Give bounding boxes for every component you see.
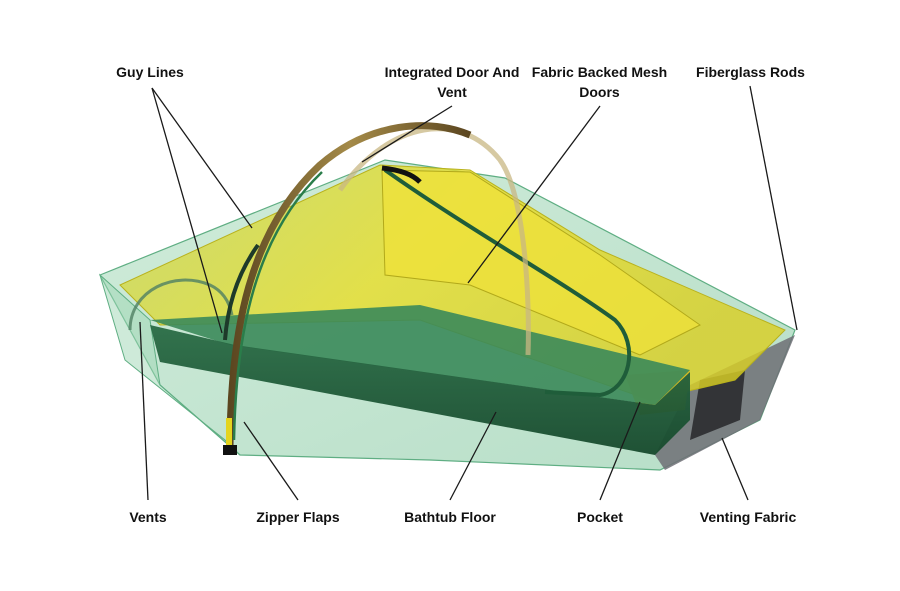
leader-integrated-door (361, 105, 453, 163)
label-zipper-flaps: Zipper Flaps (256, 509, 340, 525)
pole-tip-yellow (226, 418, 232, 448)
label-fabric-backed-mesh-doors: Fabric Backed Mesh Doors (531, 64, 668, 100)
zipper-flap (223, 243, 260, 341)
leader-venting-fabric (721, 437, 749, 501)
label-integrated-door-and-vent: Integrated Door And Vent (384, 64, 520, 100)
floor-wall (150, 325, 690, 455)
mesh-door-panel (381, 169, 701, 356)
leader-bathtub-floor (449, 411, 497, 501)
leader-lines (139, 85, 798, 501)
label-bathtub-floor: Bathtub Floor (404, 509, 496, 525)
leader-mesh-doors (467, 105, 601, 284)
leader-guy-lines-a (151, 87, 253, 229)
label-pocket: Pocket (577, 509, 623, 525)
leader-zipper-flaps (243, 421, 299, 501)
leader-guy-lines-b (151, 87, 223, 334)
vent-arch (128, 278, 234, 331)
label-venting-fabric: Venting Fabric (699, 509, 797, 525)
label-vents: Vents (129, 509, 167, 525)
leader-pocket (599, 401, 641, 501)
door-zipper-curve (383, 168, 632, 398)
rear-pole (337, 126, 531, 356)
label-fiberglass-rods: Fiberglass Rods (696, 64, 805, 80)
front-pole-highlight (232, 171, 323, 441)
bathtub-floor (150, 305, 690, 455)
floor-top (150, 305, 690, 405)
pole-foot (223, 445, 237, 455)
leader-vents (139, 321, 149, 501)
label-guy-lines: Guy Lines (116, 64, 184, 80)
leader-fiberglass-rods (749, 85, 798, 331)
door-zipper-top (381, 165, 422, 184)
